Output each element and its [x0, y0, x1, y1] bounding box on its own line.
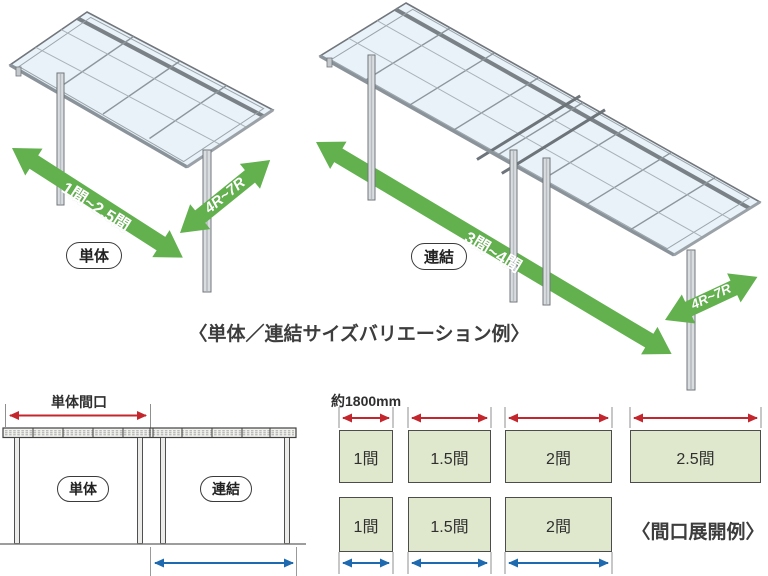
corner-bracket — [15, 66, 22, 77]
expansion-caption: 〈間口展開例〉 — [631, 522, 765, 543]
width-box-2-5ken: 2.5間 — [630, 430, 761, 483]
single-width-dim-label: 単体間口 — [51, 394, 107, 410]
size-variation-caption: 〈単体／連結サイズバリエーション例〉 — [188, 324, 530, 345]
front-view-diagram — [0, 404, 306, 576]
roof-beam — [394, 7, 581, 115]
module-width-label: 約1800mm — [331, 393, 402, 409]
corner-bracket — [326, 57, 333, 68]
expansion-dimension-arrows — [338, 407, 762, 574]
single-depth-arrow — [180, 159, 271, 233]
joint-beams — [476, 94, 606, 175]
connected-badge: 連結 — [411, 243, 467, 270]
front-view-connected-badge: 連結 — [200, 476, 252, 502]
width-box-2ken: 2間 — [505, 430, 612, 483]
roof-beam — [564, 103, 751, 211]
width-box-2ken-row2: 2間 — [505, 497, 612, 552]
single-badge: 単体 — [66, 242, 122, 269]
single-pergola-illustration — [8, 11, 275, 293]
width-box-1-5ken: 1.5間 — [408, 430, 491, 483]
connected-pergola-illustration — [316, 2, 762, 391]
single-width-arrow — [12, 148, 183, 258]
width-box-1ken-row2: 1間 — [339, 497, 393, 552]
front-view-single-badge: 単体 — [57, 476, 109, 502]
connected-depth-arrow — [665, 273, 758, 324]
width-box-1ken: 1間 — [339, 430, 393, 483]
connected-width-arrow — [316, 141, 672, 355]
width-box-1-5ken-row2: 1.5間 — [408, 497, 491, 552]
